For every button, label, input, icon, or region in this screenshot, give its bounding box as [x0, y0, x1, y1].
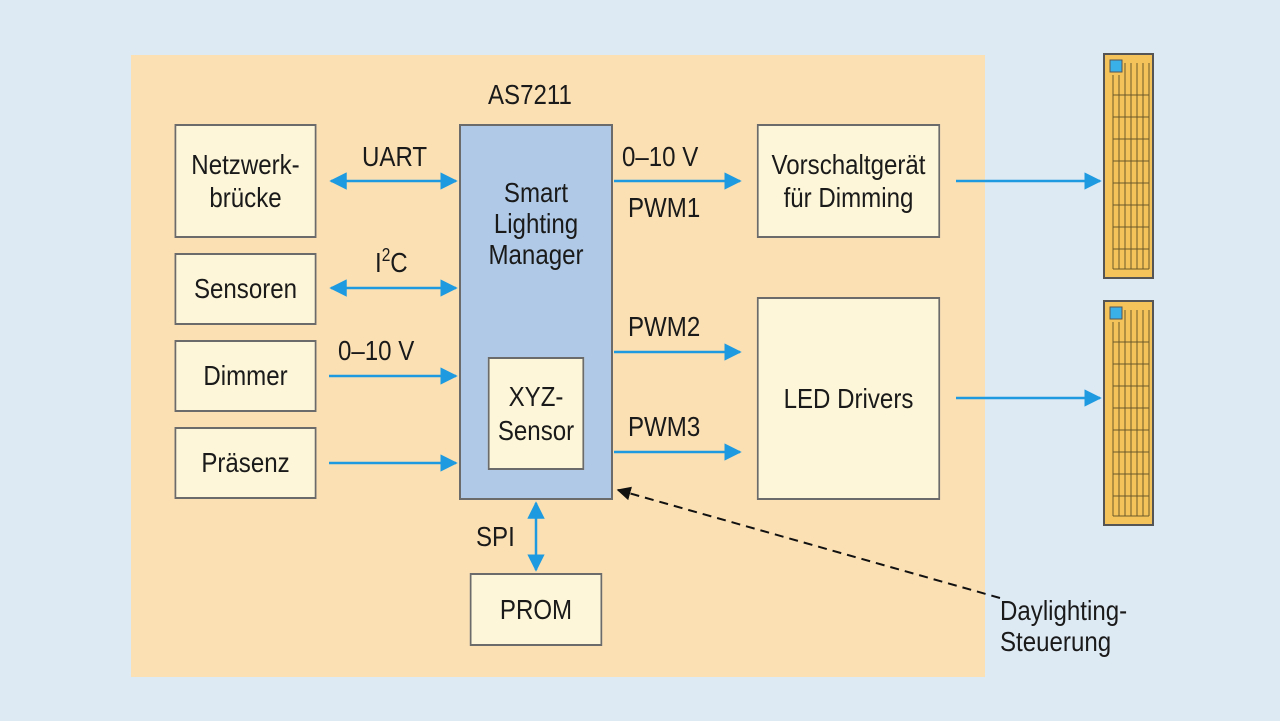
vorschaltgeraet-block: Vorschaltgerät für Dimming — [756, 124, 941, 238]
pwm1-label: PWM1 — [628, 192, 701, 223]
lamp-1 — [1103, 53, 1154, 279]
i2c-label: I2C — [375, 245, 408, 278]
lamp-2-grid — [1109, 306, 1150, 517]
praesenz-block: Präsenz — [174, 427, 317, 499]
xyz-sensor-block: XYZ- Sensor — [487, 357, 585, 470]
uart-label: UART — [362, 141, 428, 172]
lamp-1-grid — [1109, 59, 1150, 270]
pwm3-label: PWM3 — [628, 411, 701, 442]
pwm2-label: PWM2 — [628, 311, 701, 342]
daylight-arrow — [616, 486, 1001, 599]
chip-title: AS7211 — [488, 79, 572, 110]
led-drivers-block: LED Drivers — [756, 297, 941, 500]
output-voltage-label: 0–10 V — [622, 141, 699, 172]
netzwerk-block: Netzwerk- brücke — [174, 124, 317, 238]
manager-label: Smart Lighting Manager — [488, 177, 584, 270]
lamp-2 — [1103, 300, 1154, 526]
prom-block: PROM — [469, 573, 603, 646]
spi-label: SPI — [476, 521, 515, 552]
dimmer-block: Dimmer — [174, 340, 317, 412]
dimmer-voltage-label: 0–10 V — [338, 335, 415, 366]
daylighting-label: Daylighting- Steuerung — [1000, 595, 1128, 657]
sensoren-block: Sensoren — [174, 253, 317, 325]
